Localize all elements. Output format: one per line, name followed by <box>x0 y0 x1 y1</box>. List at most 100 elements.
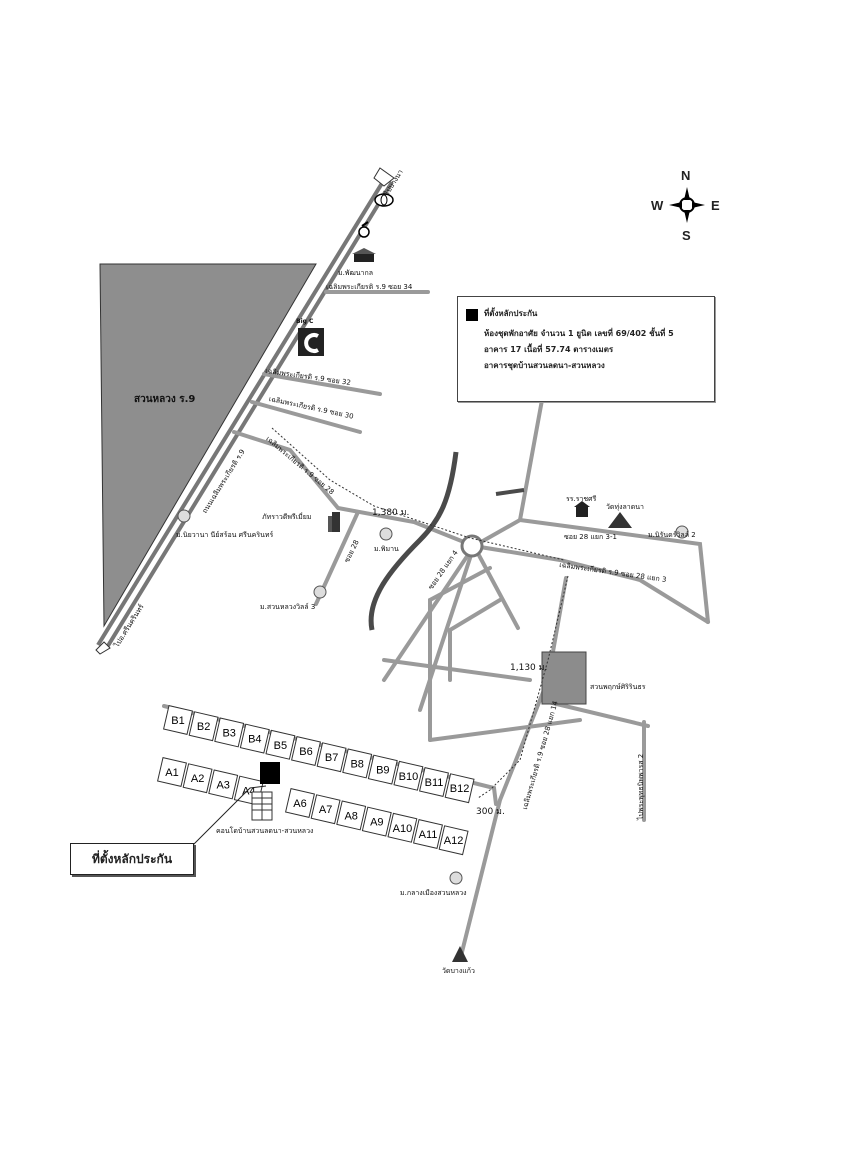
school-icon <box>574 501 590 517</box>
label-niyom: ม.นิยวานา นีย์สร้อน ศรีนครินทร์ <box>176 531 274 539</box>
bigc-icon <box>298 328 324 356</box>
block-b2-label: B2 <box>197 721 210 733</box>
block-b5-label: B5 <box>274 740 287 752</box>
collateral-callout: ที่ตั้งหลักประกัน <box>70 843 194 875</box>
label-soi28-3-1: ซอย 28 แยก 3-1 <box>564 533 617 541</box>
park-label: สวนพฤกษ์ศิริรินธร <box>590 683 646 691</box>
legend-line-2: อาคาร 17 เนื้อที่ 57.74 ตารางเมตร <box>484 345 614 354</box>
condo-building-icon <box>251 791 273 821</box>
label-soi34: เฉลิมพระเกียรติ ร.9 ซอย 34 <box>326 283 413 291</box>
block-a12: A12 <box>438 825 469 856</box>
distance-1130: 1,130 ม. <box>510 663 548 673</box>
suanluang-label: สวนหลวง ร.9 <box>134 394 196 405</box>
block-b10-label: B10 <box>399 771 419 783</box>
label-suanluang3: ม.สวนหลวงวิลล์ 3 <box>260 603 316 611</box>
compass-e: E <box>711 198 720 213</box>
distance-1380: 1,380 ม. <box>372 508 410 518</box>
block-a8-box <box>336 800 367 831</box>
block-a9: A9 <box>361 806 392 837</box>
block-b1: B1 <box>163 705 193 735</box>
distance-300: 300 ม. <box>476 807 505 817</box>
block-b2: B2 <box>188 711 219 742</box>
block-b9: B9 <box>367 754 398 785</box>
block-b3-box <box>214 717 245 748</box>
block-b3: B3 <box>214 717 245 748</box>
block-b8-box <box>342 748 373 779</box>
block-b12: B12 <box>444 773 475 804</box>
distance-routes <box>271 427 569 799</box>
label-school: รร.ราชศรี <box>566 495 597 503</box>
legend-title: ที่ตั้งหลักประกัน <box>484 309 538 318</box>
block-b6-label: B6 <box>299 746 312 758</box>
block-b3-label: B3 <box>222 727 235 739</box>
block-b1-label: B1 <box>171 715 184 727</box>
target-unit-marker <box>260 762 280 784</box>
block-a12-label: A12 <box>444 835 464 847</box>
block-a11-box <box>413 819 443 849</box>
block-a2-box <box>182 763 213 794</box>
block-a8: A8 <box>336 800 367 831</box>
block-a1-label: A1 <box>165 767 178 779</box>
temple-icon-bangkeaw <box>452 946 468 962</box>
compass-n: N <box>681 168 691 183</box>
block-b6: B6 <box>291 736 321 766</box>
block-b12-label: B12 <box>450 783 470 795</box>
house-icon-klang <box>449 871 463 885</box>
block-b7-box <box>316 742 347 773</box>
legend-line-3: อาคารชุดบ้านสวนลดนา-สวนหลวง <box>484 361 605 370</box>
south-arrow-end <box>95 641 111 655</box>
block-a2-label: A2 <box>191 773 204 785</box>
dark-curve-road <box>368 451 459 631</box>
legend-swatch <box>466 309 478 321</box>
block-a10-label: A10 <box>393 823 413 835</box>
block-b4: B4 <box>239 723 270 754</box>
compass-rose <box>669 187 705 223</box>
toyota-icon <box>374 193 394 207</box>
block-b8-label: B8 <box>350 758 363 770</box>
label-bangkeaw: วัดบางแก้ว <box>442 967 475 975</box>
block-b5: B5 <box>265 729 296 760</box>
tower-icon <box>328 512 340 532</box>
park-block <box>541 651 587 705</box>
block-b4-label: B4 <box>248 734 261 746</box>
roundabout <box>460 534 484 558</box>
block-b11-box <box>419 767 449 797</box>
label-nirun: ม.นิรันดร์วิลล์ 2 <box>648 531 696 539</box>
block-b10: B10 <box>393 760 424 791</box>
block-a11-label: A11 <box>419 829 438 841</box>
label-bigc: Big C <box>296 318 314 325</box>
dark-short-road <box>495 488 525 496</box>
block-a10-box <box>387 812 418 843</box>
north-arrow-end <box>373 167 395 187</box>
label-klang: ม.กลางเมืองสวนหลวง <box>400 889 467 897</box>
block-a2: A2 <box>182 763 213 794</box>
block-a10: A10 <box>387 812 418 843</box>
block-b11: B11 <box>419 767 449 797</box>
legend-line-1: ห้องชุดพักอาศัย จำนวน 1 ยูนิต เลขที่ 69/… <box>484 329 674 338</box>
main-highway <box>96 178 394 651</box>
label-condo: คอนโดบ้านสวนลดนา-สวนหลวง <box>216 827 314 835</box>
house-icon-pimarn <box>379 527 393 541</box>
block-a11: A11 <box>413 819 443 849</box>
block-b2-box <box>188 711 219 742</box>
label-pimarn: ม.พิมาน <box>374 545 399 553</box>
house-icon-suanluang3 <box>313 585 327 599</box>
block-a7: A7 <box>310 794 341 825</box>
block-b9-label: B9 <box>376 765 389 777</box>
block-b7: B7 <box>316 742 347 773</box>
block-b5-box <box>265 729 296 760</box>
block-a3: A3 <box>208 769 239 800</box>
block-a7-label: A7 <box>319 804 332 816</box>
block-a6-label: A6 <box>293 798 306 810</box>
block-b10-box <box>393 760 424 791</box>
block-b8: B8 <box>342 748 373 779</box>
block-a9-box <box>361 806 392 837</box>
house-icon-nirun <box>675 525 689 539</box>
block-a1: A1 <box>157 757 187 787</box>
legend-box: ที่ตั้งหลักประกัน ห้องชุดพักอาศัย จำนวน … <box>457 296 715 402</box>
suanluang-park-area <box>99 263 317 628</box>
block-a1-box <box>157 757 187 787</box>
compass-s: S <box>682 228 691 243</box>
compass-w: W <box>651 198 664 213</box>
